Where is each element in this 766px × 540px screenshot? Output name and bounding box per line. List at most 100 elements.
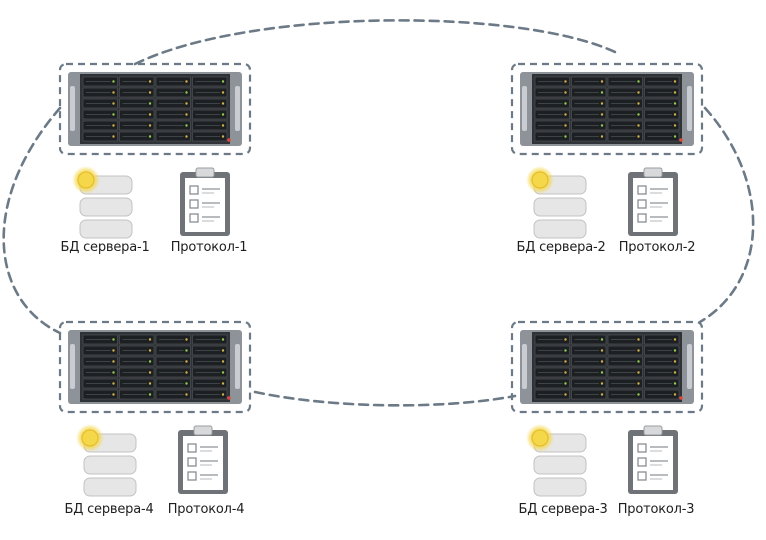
database-disk xyxy=(533,477,587,497)
drive-led xyxy=(600,113,604,116)
rack-status-led xyxy=(227,396,231,400)
drive-led xyxy=(185,113,188,116)
log-label: Протокол-2 xyxy=(618,240,696,255)
drive-led xyxy=(221,360,225,363)
database-disk xyxy=(83,477,137,497)
rack-handle-left xyxy=(522,344,527,389)
connection-ring xyxy=(2,19,755,407)
drive-led xyxy=(673,360,677,363)
database-icon xyxy=(526,424,587,497)
database-label: БД сервера-2 xyxy=(516,240,606,255)
drive-led xyxy=(185,371,188,374)
drive-led xyxy=(637,135,640,138)
clipboard-icon xyxy=(178,425,228,494)
drive-led xyxy=(600,91,604,94)
server-node-1 xyxy=(58,62,252,239)
drive-led xyxy=(564,338,567,341)
drive-led xyxy=(637,102,640,105)
drive-led xyxy=(600,360,604,363)
database-label: БД сервера-1 xyxy=(60,240,150,255)
drive-led xyxy=(112,393,115,396)
drive-led xyxy=(221,338,225,341)
ring-top-arc xyxy=(133,19,617,66)
drive-led xyxy=(637,113,640,116)
drive-led xyxy=(600,371,604,374)
rack-handle-left xyxy=(522,86,527,131)
clipboard-clip xyxy=(643,425,663,436)
drive-led xyxy=(221,371,225,374)
drive-led xyxy=(600,382,604,385)
drive-led xyxy=(564,393,567,396)
drive-led xyxy=(637,338,640,341)
drive-led xyxy=(221,80,225,83)
drive-led xyxy=(112,382,115,385)
drive-led xyxy=(185,91,188,94)
checklist-box xyxy=(187,443,197,453)
database-indicator-light xyxy=(531,429,549,447)
drive-led xyxy=(148,102,152,105)
drive-led xyxy=(673,113,677,116)
drive-led xyxy=(221,349,225,352)
drive-led xyxy=(564,382,567,385)
drive-led xyxy=(600,124,604,127)
checklist-box xyxy=(637,443,647,453)
drive-led xyxy=(185,135,188,138)
log-label: Протокол-4 xyxy=(167,502,245,517)
rack-dashed-frame xyxy=(58,62,252,156)
drive-led xyxy=(148,135,152,138)
drive-led xyxy=(112,371,115,374)
drive-led xyxy=(112,91,115,94)
server-rack xyxy=(510,62,704,156)
drive-led xyxy=(221,91,225,94)
drive-led xyxy=(148,393,152,396)
drive-led xyxy=(148,80,152,83)
database-disk xyxy=(533,197,587,217)
drive-led xyxy=(673,135,677,138)
checklist-box xyxy=(189,185,199,195)
clipboard-icon xyxy=(628,425,678,494)
drive-led xyxy=(185,360,188,363)
drive-led xyxy=(112,135,115,138)
drive-led xyxy=(112,338,115,341)
drive-led xyxy=(221,393,225,396)
database-indicator-light xyxy=(77,171,95,189)
drive-led xyxy=(673,349,677,352)
clipboard-paper xyxy=(185,178,225,232)
drive-led xyxy=(221,113,225,116)
database-label: БД сервера-4 xyxy=(64,502,154,517)
rack-handle-left xyxy=(70,86,75,131)
checklist-box xyxy=(637,199,647,209)
drive-led xyxy=(637,91,640,94)
drive-led xyxy=(185,102,188,105)
drive-led xyxy=(112,349,115,352)
checklist-box xyxy=(637,185,647,195)
drive-led xyxy=(148,360,152,363)
rack-status-led xyxy=(679,396,683,400)
drive-led xyxy=(600,338,604,341)
drive-led xyxy=(148,371,152,374)
server-node-2 xyxy=(510,62,704,239)
drive-led xyxy=(185,382,188,385)
drive-led xyxy=(637,124,640,127)
rack-status-led xyxy=(679,138,683,142)
drive-led xyxy=(673,102,677,105)
clipboard-clip xyxy=(643,167,663,178)
rack-handle-right xyxy=(235,86,240,131)
drive-led xyxy=(185,124,188,127)
database-icon xyxy=(72,166,133,239)
drive-led xyxy=(185,80,188,83)
drive-led xyxy=(673,91,677,94)
drive-led xyxy=(564,91,567,94)
rack-status-led xyxy=(227,138,231,142)
drive-led xyxy=(600,80,604,83)
rack-dashed-frame xyxy=(510,62,704,156)
drive-led xyxy=(148,338,152,341)
server-rack xyxy=(58,62,252,156)
database-indicator-light xyxy=(81,429,99,447)
clipboard-paper xyxy=(183,436,223,490)
drive-led xyxy=(112,360,115,363)
drive-led xyxy=(148,382,152,385)
ring-right-arc xyxy=(698,106,755,324)
drive-led xyxy=(637,382,640,385)
